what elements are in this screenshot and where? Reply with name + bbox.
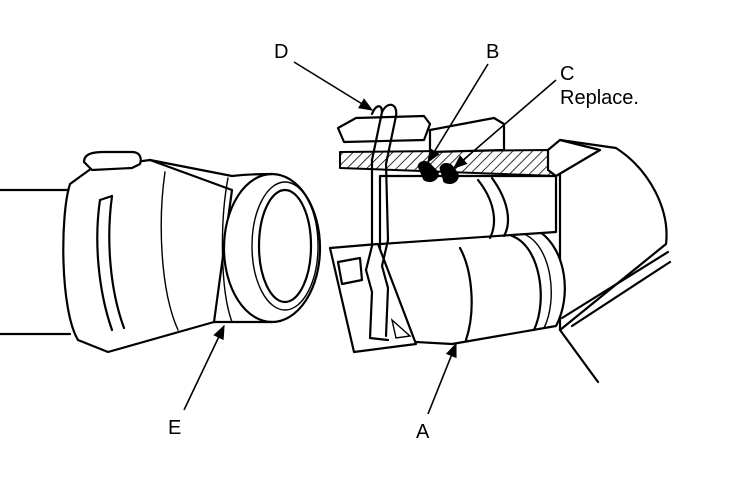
- callout-a: A: [416, 421, 430, 443]
- leader-b: [427, 63, 489, 164]
- callout-e: E: [168, 417, 181, 439]
- leader-d: [293, 61, 374, 111]
- leader-c: [452, 79, 557, 169]
- leader-lines: [183, 61, 557, 415]
- callout-d: D: [274, 41, 288, 63]
- callout-c: C: [560, 63, 574, 85]
- part-d-clip: [364, 103, 398, 342]
- part-a-cylinder: [328, 114, 672, 384]
- callout-b: B: [486, 41, 499, 63]
- leader-e: [183, 324, 225, 411]
- part-e-housing: [0, 150, 322, 354]
- callout-c-note: Replace.: [560, 87, 639, 109]
- leader-a: [427, 342, 457, 415]
